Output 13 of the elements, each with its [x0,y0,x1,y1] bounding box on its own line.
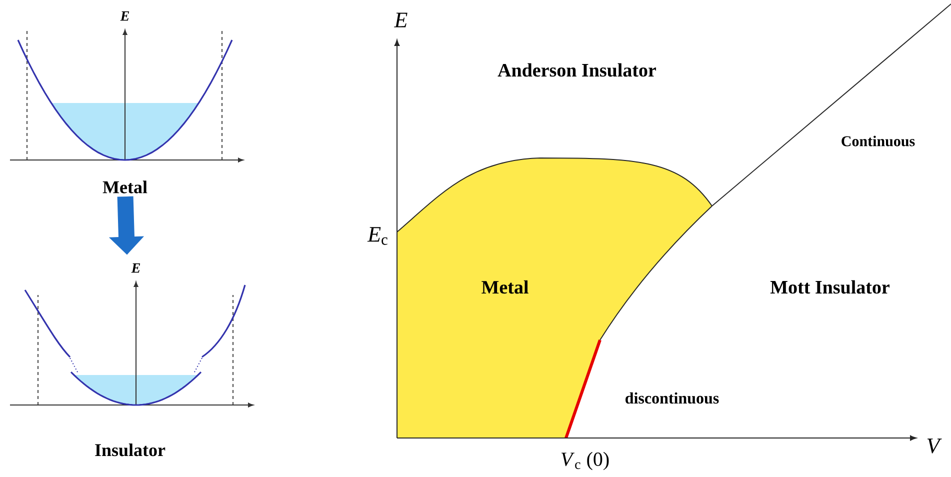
axis-label: E$_{c}$ [367,227,388,245]
axis-label: V$_{c}$ (0) [561,452,609,470]
axis-label: E [120,11,130,21]
panel-label: Insulator [95,444,166,456]
region-label: Anderson Insulator [498,63,656,77]
axis-label: E [394,12,408,28]
axis-label: E [131,263,140,273]
region-label: discontinuous [626,392,719,404]
region-label: Continuous [842,136,915,146]
region-label: Metal [482,280,528,294]
axis-label: V [927,438,942,454]
panel-label: Metal [102,180,148,194]
region-label: Mott Insulator [770,280,890,294]
